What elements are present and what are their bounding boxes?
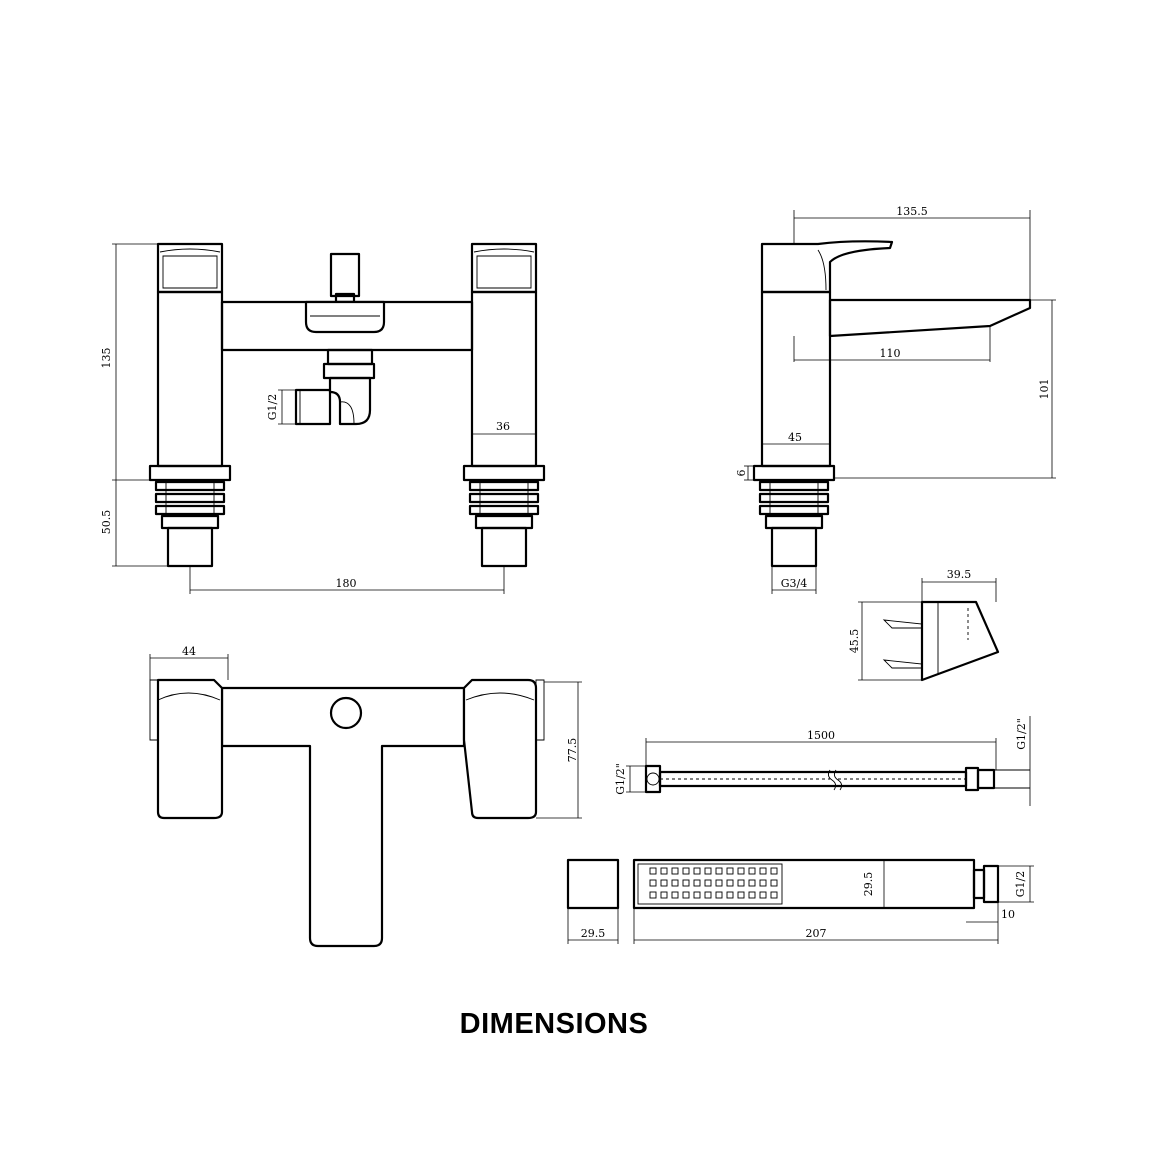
nozzle xyxy=(649,879,657,887)
handle-width-label: 44 xyxy=(182,645,196,658)
bracket-width-label: 39.5 xyxy=(947,568,972,581)
front-base-height-label: 50.5 xyxy=(100,510,113,535)
nozzle xyxy=(737,867,745,875)
front-view-bath-filler xyxy=(112,242,546,594)
shower-hose xyxy=(626,716,1031,806)
nozzle xyxy=(682,891,690,899)
nozzle xyxy=(660,891,668,899)
side-projection-label: 135.5 xyxy=(896,205,928,218)
nozzle xyxy=(759,879,767,887)
nozzle xyxy=(770,879,778,887)
hose-right-thread-label: G1/2" xyxy=(1015,718,1028,750)
wall-bracket xyxy=(858,578,1000,682)
nozzle xyxy=(715,891,723,899)
nozzle xyxy=(671,879,679,887)
handset-thread-label: G1/2 xyxy=(1014,871,1027,898)
bracket-height-label: 45.5 xyxy=(848,629,861,654)
nozzle xyxy=(726,891,734,899)
spout-reach-label: 110 xyxy=(880,347,901,360)
flange-label: 6 xyxy=(735,470,748,477)
nozzle xyxy=(704,867,712,875)
diverter-thread-dimension xyxy=(278,389,296,425)
nozzle xyxy=(748,867,756,875)
nozzle xyxy=(759,891,767,899)
handset-connector-label: 10 xyxy=(1001,908,1015,921)
handset-end-width-label: 29.5 xyxy=(581,927,606,940)
handset-nozzles xyxy=(649,867,778,899)
nozzle xyxy=(704,879,712,887)
nozzle xyxy=(660,867,668,875)
hose-length-label: 1500 xyxy=(807,729,835,742)
nozzle xyxy=(726,879,734,887)
nozzle xyxy=(748,879,756,887)
body-width-label: 45 xyxy=(788,431,802,444)
nozzle xyxy=(682,867,690,875)
top-depth-label: 77.5 xyxy=(566,738,579,763)
hose-left-thread-label: G1/2" xyxy=(614,763,627,795)
spout-height-label: 101 xyxy=(1038,379,1051,400)
front-centres-dimension xyxy=(189,566,505,594)
nozzle xyxy=(682,879,690,887)
handset-length-label: 207 xyxy=(806,927,827,940)
nozzle xyxy=(759,867,767,875)
front-centres-label: 180 xyxy=(336,577,357,590)
nozzle xyxy=(671,891,679,899)
nozzle xyxy=(693,867,701,875)
nozzle xyxy=(693,891,701,899)
nozzle xyxy=(649,891,657,899)
shower-handset xyxy=(566,858,1034,944)
nozzle xyxy=(715,867,723,875)
left-pillar xyxy=(148,242,232,568)
diverter-thread-label: G1/2 xyxy=(266,394,279,421)
nozzle xyxy=(704,891,712,899)
side-view-bath-filler xyxy=(744,210,1056,594)
nozzle xyxy=(748,891,756,899)
diverter-outlet xyxy=(294,348,376,426)
nozzle xyxy=(649,867,657,875)
diverter-knob xyxy=(304,252,386,334)
handset-height-label: 29.5 xyxy=(862,872,875,897)
nozzle xyxy=(671,867,679,875)
nozzle xyxy=(737,891,745,899)
nozzle xyxy=(770,867,778,875)
side-thread-label: G3/4 xyxy=(781,577,808,590)
nozzle xyxy=(737,879,745,887)
nozzle xyxy=(726,867,734,875)
pillar-width-label: 36 xyxy=(496,420,510,433)
dimensions-caption: DIMENSIONS xyxy=(459,1008,649,1040)
front-height-label: 135 xyxy=(100,348,113,369)
nozzle xyxy=(660,879,668,887)
nozzle xyxy=(770,891,778,899)
right-pillar xyxy=(462,242,546,568)
front-height-dimension xyxy=(112,243,168,567)
nozzle xyxy=(693,879,701,887)
nozzle xyxy=(715,879,723,887)
top-view-bath-filler xyxy=(149,654,582,948)
